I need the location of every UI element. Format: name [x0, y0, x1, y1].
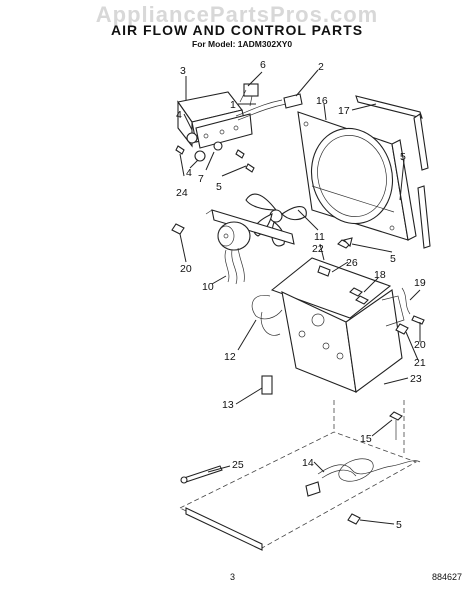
callout-2: 2: [318, 61, 324, 73]
thermostat-bulb: [251, 294, 283, 336]
fan-shroud: [297, 111, 417, 241]
callout-5-bracket: 5: [216, 181, 222, 193]
callout-25: 25: [232, 459, 244, 471]
callout-26: 26: [346, 257, 358, 269]
callout-14: 14: [302, 457, 314, 469]
callout-10: 10: [202, 281, 214, 293]
callout-15: 15: [360, 433, 372, 445]
diagram-title: AIR FLOW AND CONTROL PARTS: [110, 22, 364, 38]
callout-4-upper: 4: [176, 109, 182, 121]
ground-screw: [389, 411, 403, 440]
capacitor: [283, 93, 303, 109]
callout-12: 12: [224, 351, 236, 363]
callout-6: 6: [260, 59, 266, 71]
callout-19: 19: [414, 277, 426, 289]
callout-24: 24: [176, 187, 188, 199]
callout-4-lower: 4: [186, 167, 192, 179]
callout-22: 22: [312, 243, 324, 255]
wire-harness: [235, 99, 287, 121]
fan-motor: [217, 221, 251, 285]
callout-1: 1: [230, 99, 236, 111]
page-number: 3: [230, 572, 236, 582]
callout-20-left: 20: [180, 263, 192, 275]
base-pan: [179, 400, 417, 551]
callout-20-right: 20: [414, 339, 426, 351]
seal-strips: [355, 95, 431, 249]
leader-lines: [179, 69, 421, 525]
callout-5-side: 5: [390, 253, 396, 265]
bracket-screws: [175, 145, 255, 173]
document-code: 884627: [432, 572, 463, 582]
control-knobs: [186, 132, 223, 162]
callout-18: 18: [374, 269, 386, 281]
callout-5-shroud: 5: [400, 151, 406, 163]
watermark-text: AppliancePartsPros.com: [95, 2, 379, 27]
wire-clip: [261, 375, 273, 395]
callout-13: 13: [222, 399, 234, 411]
callout-21: 21: [414, 357, 426, 369]
callout-16: 16: [316, 95, 328, 107]
power-cord: [305, 458, 421, 497]
partition-panel: [270, 257, 405, 393]
motor-mount: [205, 209, 295, 245]
callout-17: 17: [338, 105, 350, 117]
callout-23: 23: [410, 373, 422, 385]
mounting-bolt: [180, 465, 223, 484]
callout-7: 7: [198, 173, 204, 185]
callout-5-base: 5: [396, 519, 402, 531]
rotary-switch: [239, 83, 259, 107]
callout-11: 11: [314, 231, 325, 243]
base-screw: [347, 513, 361, 525]
model-subtitle: For Model: 1ADM302XY0: [192, 39, 293, 49]
callout-3: 3: [180, 65, 186, 77]
